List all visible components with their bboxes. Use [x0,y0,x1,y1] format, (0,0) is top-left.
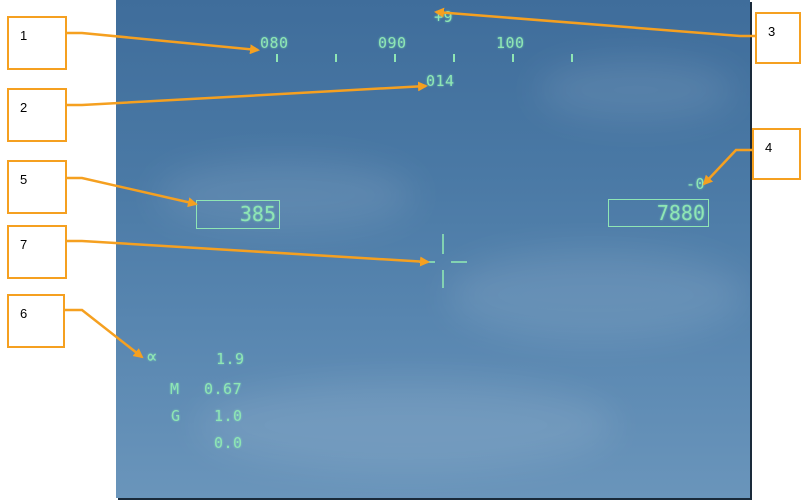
heading-tick [276,54,278,62]
heading-label-090: 090 [378,34,407,52]
mach-label: M [170,380,180,398]
arrow-6 [65,308,144,359]
arrow-5 [67,176,198,208]
vertical-velocity: -0 [686,175,706,193]
altitude-box: 7880 [608,199,709,227]
heading-readout: 014 [426,72,455,90]
callout-1: 1 [7,16,67,70]
mach-value: 0.67 [204,380,243,398]
alpha-symbol: ∝ [146,346,158,368]
heading-tick [512,54,514,62]
arrow-1 [67,31,260,55]
heading-tick [453,54,455,62]
callout-5: 5 [7,160,67,214]
arrow-7 [67,239,430,267]
alpha-value: 1.9 [216,350,245,368]
arrow-2 [67,81,428,107]
extra-value: 0.0 [214,434,243,452]
heading-tick [394,54,396,62]
heading-label-100: 100 [496,34,525,52]
g-label: G [171,407,181,425]
arrow-4 [702,148,752,186]
heading-tick [571,54,573,62]
callout-4: 4 [752,128,801,180]
airspeed-box: 385 [196,200,280,229]
callout-6: 6 [7,294,65,348]
heading-label-080: 080 [260,34,289,52]
hud-view: 080 090 100 +9 014 385 7880 -0 ∝ 1.9 M 0… [116,0,750,498]
g-value: 1.0 [214,407,243,425]
callout-7: 7 [7,225,67,279]
callout-3: 3 [755,12,801,64]
heading-tick [335,54,337,62]
callout-2: 2 [7,88,67,142]
arrow-3 [434,7,755,38]
